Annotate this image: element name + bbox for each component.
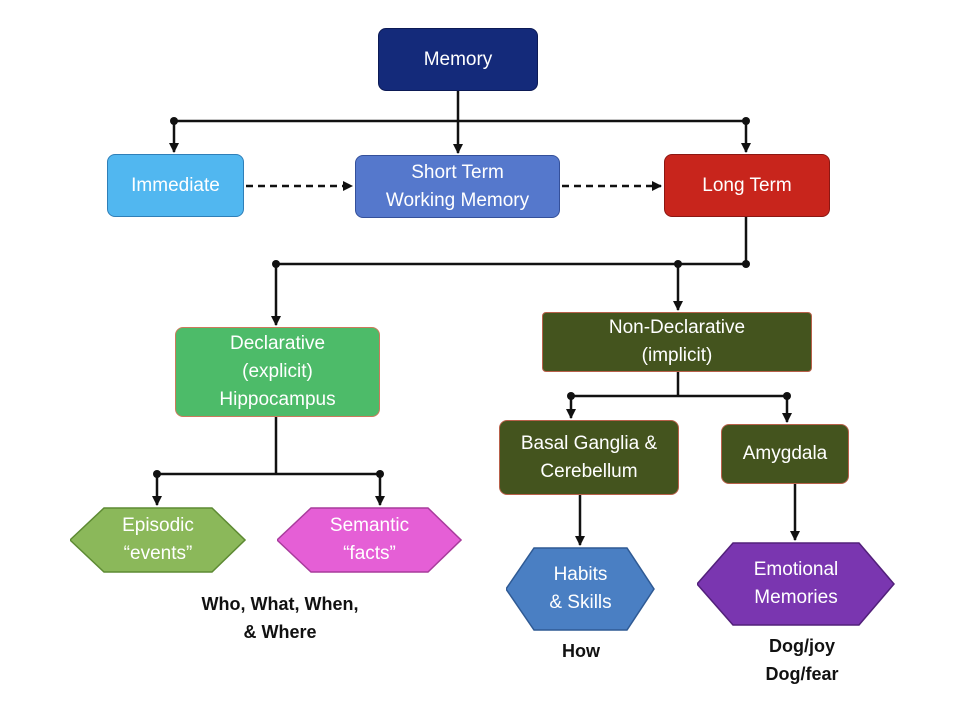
immediate-box: Immediate <box>107 154 244 217</box>
amygdala-label: Amygdala <box>742 443 828 464</box>
habits-caption: How <box>541 637 621 665</box>
habits-hexagon: Habits & Skills <box>506 547 655 631</box>
caption-line1: Who, What, When, <box>201 594 359 614</box>
episodic-hexagon-shape <box>70 507 246 573</box>
episodic-label-line2: “events” <box>123 543 193 564</box>
emotional-hexagon-shape <box>697 542 895 626</box>
memory-box: Memory <box>378 28 538 91</box>
emotional-caption: Dog/joy Dog/fear <box>742 632 862 688</box>
emotional-hexagon: Emotional Memories <box>697 542 895 626</box>
basal-ganglia-label-line1: Basal Ganglia & <box>520 432 658 454</box>
long-term-box: Long Term <box>664 154 830 217</box>
non-declarative-label-line1: Non-Declarative <box>608 317 746 338</box>
declarative-label-line1: Declarative <box>229 333 326 354</box>
episodic-semantic-caption: Who, What, When, & Where <box>150 590 410 646</box>
semantic-label-line2: “facts” <box>343 543 396 564</box>
junction-dot <box>153 470 161 478</box>
declarative-label-line3: Hippocampus <box>219 389 336 410</box>
junction-dot <box>376 470 384 478</box>
short-term-box: Short Term Working Memory <box>355 155 560 218</box>
semantic-hexagon-shape <box>277 507 462 573</box>
junction-dot <box>567 392 575 400</box>
habits-caption-text: How <box>562 641 600 661</box>
semantic-hexagon: Semantic “facts” <box>277 507 462 573</box>
immediate-label: Immediate <box>131 174 220 196</box>
non-declarative-box: Non-Declarative (implicit) <box>542 312 812 372</box>
habits-label-line1: Habits <box>553 564 608 585</box>
junction-dot <box>170 117 178 125</box>
junction-dot <box>742 117 750 125</box>
emotional-label-line1: Emotional <box>753 559 839 580</box>
habits-hexagon-shape <box>506 547 655 631</box>
memory-label: Memory <box>423 48 493 70</box>
semantic-label-line1: Semantic <box>329 515 410 536</box>
junction-dot <box>674 260 682 268</box>
episodic-label-line1: Episodic <box>122 515 194 536</box>
junction-dot <box>272 260 280 268</box>
episodic-hexagon: Episodic “events” <box>70 507 246 573</box>
basal-ganglia-label-line2: Cerebellum <box>540 460 638 482</box>
junction-dot <box>742 260 750 268</box>
emotional-label-line2: Memories <box>754 587 838 608</box>
junction-dot <box>783 392 791 400</box>
amygdala-box: Amygdala <box>721 424 849 484</box>
short-term-label-line1: Short Term <box>411 161 504 183</box>
short-term-label-line2: Working Memory <box>385 189 530 211</box>
declarative-label-line2: (explicit) <box>242 361 313 382</box>
declarative-box: Declarative (explicit) Hippocampus <box>175 327 380 417</box>
long-term-label: Long Term <box>702 174 792 196</box>
habits-label-line2: & Skills <box>549 592 612 613</box>
emotional-caption-line1: Dog/joy <box>769 636 835 656</box>
caption-line2: & Where <box>243 622 317 642</box>
basal-ganglia-box: Basal Ganglia & Cerebellum <box>499 420 679 495</box>
non-declarative-label-line2: (implicit) <box>641 345 713 366</box>
emotional-caption-line2: Dog/fear <box>765 664 839 684</box>
